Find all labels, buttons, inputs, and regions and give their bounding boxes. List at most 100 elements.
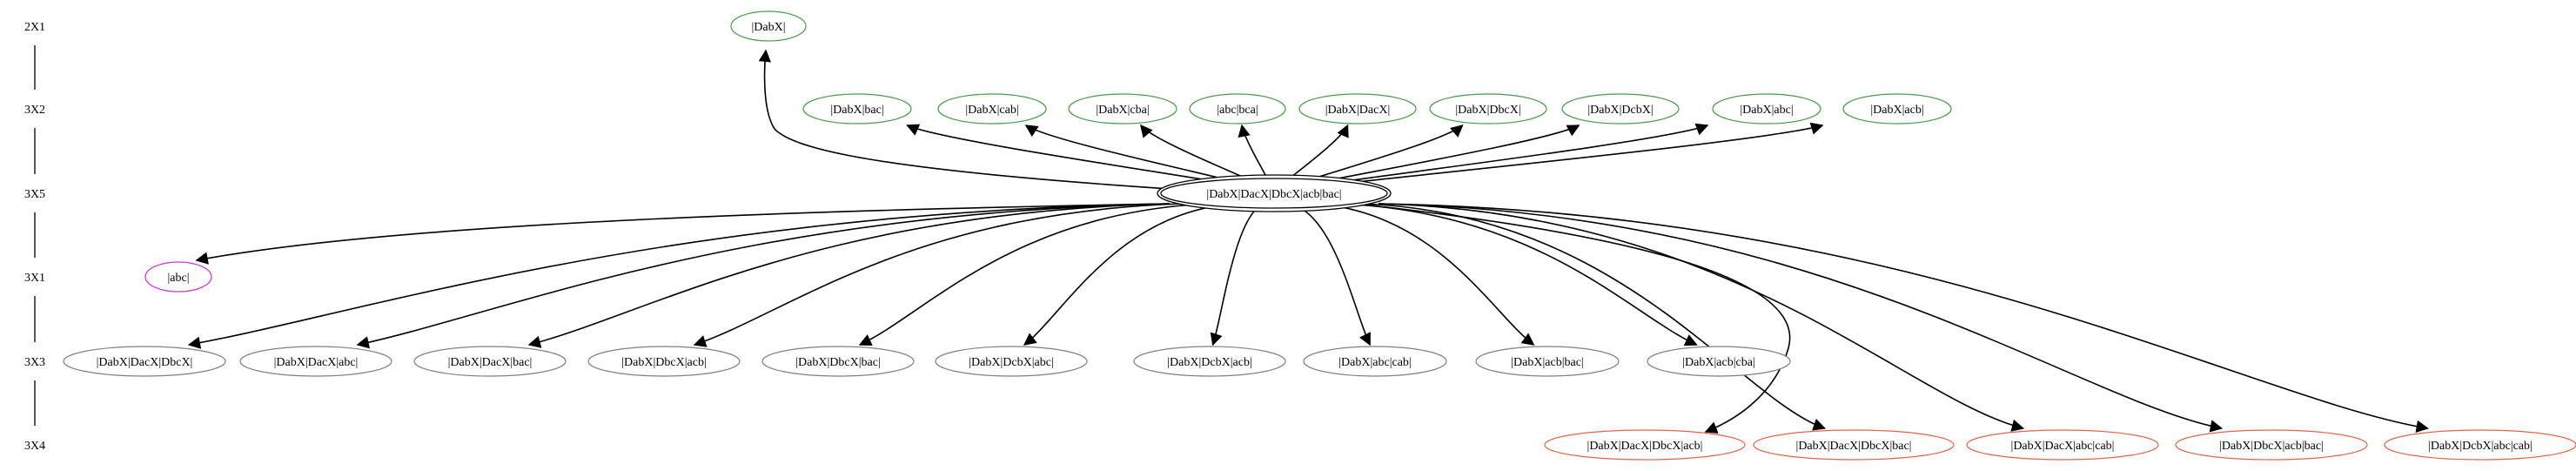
graph-node-n18[interactable]: |DabX|abc|cab| xyxy=(1303,346,1447,377)
edge-center-to-n15 xyxy=(858,203,1209,347)
graph-node-n16[interactable]: |DabX|DcbX|abc| xyxy=(935,346,1088,377)
node-label: |DabX| xyxy=(751,21,785,34)
node-label: |DabX|cab| xyxy=(965,104,1018,117)
node-label: |DabX|abc| xyxy=(1740,104,1793,117)
node-label: |abc|bca| xyxy=(1217,104,1258,117)
graph-node-n10[interactable]: |abc| xyxy=(144,261,212,293)
rank-label-r0: 2X1 xyxy=(24,21,45,34)
node-ellipse xyxy=(937,93,1047,124)
graph-node-n14[interactable]: |DabX|DbcX|acb| xyxy=(587,346,741,377)
graph-node-n11[interactable]: |DabX|DacX|DbcX| xyxy=(63,346,226,377)
graph-node-n2[interactable]: |DabX|cab| xyxy=(937,93,1047,124)
edge-center-to-n5 xyxy=(1284,124,1349,184)
edge-center-to-n11 xyxy=(187,203,1171,349)
graph-node-n15[interactable]: |DabX|DbcX|bac| xyxy=(761,346,915,377)
graph-node-n0[interactable]: |DabX| xyxy=(730,10,807,42)
node-label: |DabX|bac| xyxy=(830,104,883,117)
node-ellipse xyxy=(730,10,807,42)
node-ellipse xyxy=(2175,429,2368,461)
graph-node-n22[interactable]: |DabX|DacX|DbcX|bac| xyxy=(1753,429,1955,461)
graph-node-n8[interactable]: |DabX|abc| xyxy=(1712,93,1821,124)
node-layer: |DabX|DacX|DbcX|acb|bac| |DabX| |DabX|bac|… xyxy=(63,10,2576,461)
node-ellipse xyxy=(1753,429,1955,461)
node-label: |DabX|DbcX|acb| xyxy=(621,356,707,369)
node-ellipse xyxy=(1298,93,1417,124)
graph-node-n24[interactable]: |DabX|DbcX|acb|bac| xyxy=(2175,429,2368,461)
graph-node-n1[interactable]: |DabX|bac| xyxy=(802,93,912,124)
edge-center-to-n4 xyxy=(1238,124,1271,184)
edge-center-to-n6 xyxy=(1299,124,1464,184)
graph-node-n23[interactable]: |DabX|DacX|abc|cab| xyxy=(1966,429,2159,461)
edge-center-to-n7 xyxy=(1315,124,1580,184)
edge-center-to-n8 xyxy=(1332,123,1709,184)
node-ellipse xyxy=(802,93,912,124)
node-label: |DabX|DacX|abc| xyxy=(274,356,359,369)
node-ellipse xyxy=(935,346,1088,377)
node-ellipse xyxy=(761,346,915,377)
graph-node-n4[interactable]: |abc|bca| xyxy=(1189,93,1286,124)
node-ellipse xyxy=(1303,346,1447,377)
graph-node-n3[interactable]: |DabX|cba| xyxy=(1068,93,1177,124)
edge-center-to-n3 xyxy=(1139,124,1257,184)
edge-center-to-n22 xyxy=(1360,203,1827,431)
node-label: |DabX|DacX| xyxy=(1325,104,1391,117)
edge-center-to-n2 xyxy=(1024,124,1241,184)
node-label: |DabX|DcbX|abc| xyxy=(969,356,1054,369)
rank-label-r4: 3X3 xyxy=(24,356,45,369)
node-ellipse xyxy=(144,261,212,293)
graph-node-n19[interactable]: |DabX|acb|bac| xyxy=(1475,346,1620,377)
center-node-outer-ring xyxy=(1157,174,1392,212)
edge-center-to-n25 xyxy=(1378,203,2429,433)
node-ellipse xyxy=(1544,429,1746,461)
graph-node-n21[interactable]: |DabX|DacX|DbcX|acb| xyxy=(1544,429,1746,461)
node-label: |DabX|DacX|DbcX| xyxy=(97,356,193,369)
edge-center-to-n21 xyxy=(1339,201,1791,434)
node-ellipse xyxy=(1429,93,1547,124)
edge-center-to-n20 xyxy=(1340,203,1698,347)
graph-node-n17[interactable]: |DabX|DcbX|acb| xyxy=(1133,346,1286,377)
center-node-label: |DabX|DacX|DbcX|acb|bac| xyxy=(1206,188,1341,201)
edge-center-to-n17 xyxy=(1210,203,1265,347)
node-ellipse xyxy=(413,346,567,377)
edge-center-to-n12 xyxy=(356,203,1171,349)
node-ellipse xyxy=(587,346,741,377)
edge-center-to-n16 xyxy=(1023,203,1235,346)
node-label: |abc| xyxy=(167,272,189,285)
graph-node-n9[interactable]: |DabX|acb| xyxy=(1842,93,1952,124)
graph-node-n5[interactable]: |DabX|DacX| xyxy=(1298,93,1417,124)
node-ellipse xyxy=(1133,346,1286,377)
graph-node-n13[interactable]: |DabX|DacX|bac| xyxy=(413,346,567,377)
node-ellipse xyxy=(1647,346,1791,377)
node-label: |DabX|DbcX|bac| xyxy=(795,356,881,369)
node-label: |DabX|acb| xyxy=(1870,104,1923,117)
node-ellipse xyxy=(63,346,226,377)
node-label: |DabX|acb|bac| xyxy=(1511,356,1584,369)
node-label: |DabX|DacX|bac| xyxy=(448,356,533,369)
node-ellipse xyxy=(1068,93,1177,124)
edge-center-to-n14 xyxy=(693,203,1183,347)
node-label: |DabX|DacX|abc|cab| xyxy=(2011,440,2115,453)
node-label: |DabX|DbcX|acb|bac| xyxy=(2219,440,2324,453)
node-ellipse xyxy=(1189,93,1286,124)
node-label: |DabX|abc|cab| xyxy=(1338,356,1412,369)
node-ellipse xyxy=(2384,429,2576,461)
graph-node-n25[interactable]: |DabX|DcbX|abc|cab| xyxy=(2384,429,2576,461)
edge-center-to-n13 xyxy=(527,203,1171,348)
graph-node-n20[interactable]: |DabX|acb|cba| xyxy=(1647,346,1791,377)
graph-node-n7[interactable]: |DabX|DcbX| xyxy=(1561,93,1680,124)
node-ellipse xyxy=(1475,346,1620,377)
graph-node-n6[interactable]: |DabX|DbcX| xyxy=(1429,93,1547,124)
node-ellipse xyxy=(1712,93,1821,124)
edge-center-to-n9 xyxy=(1348,122,1824,184)
edge-center-to-n24 xyxy=(1378,203,2224,433)
edge-center-to-n0 xyxy=(758,49,1184,191)
node-label: |DabX|DacX|DbcX|acb| xyxy=(1587,440,1703,453)
graph-node-n12[interactable]: |DabX|DacX|abc| xyxy=(239,346,392,377)
edge-center-to-n19 xyxy=(1315,203,1535,346)
edge-center-to-n1 xyxy=(906,124,1224,184)
center-node[interactable]: |DabX|DacX|DbcX|acb|bac| xyxy=(1157,174,1392,212)
node-label: |DabX|acb|cba| xyxy=(1682,356,1755,369)
rank-label-r3: 3X1 xyxy=(24,272,45,285)
